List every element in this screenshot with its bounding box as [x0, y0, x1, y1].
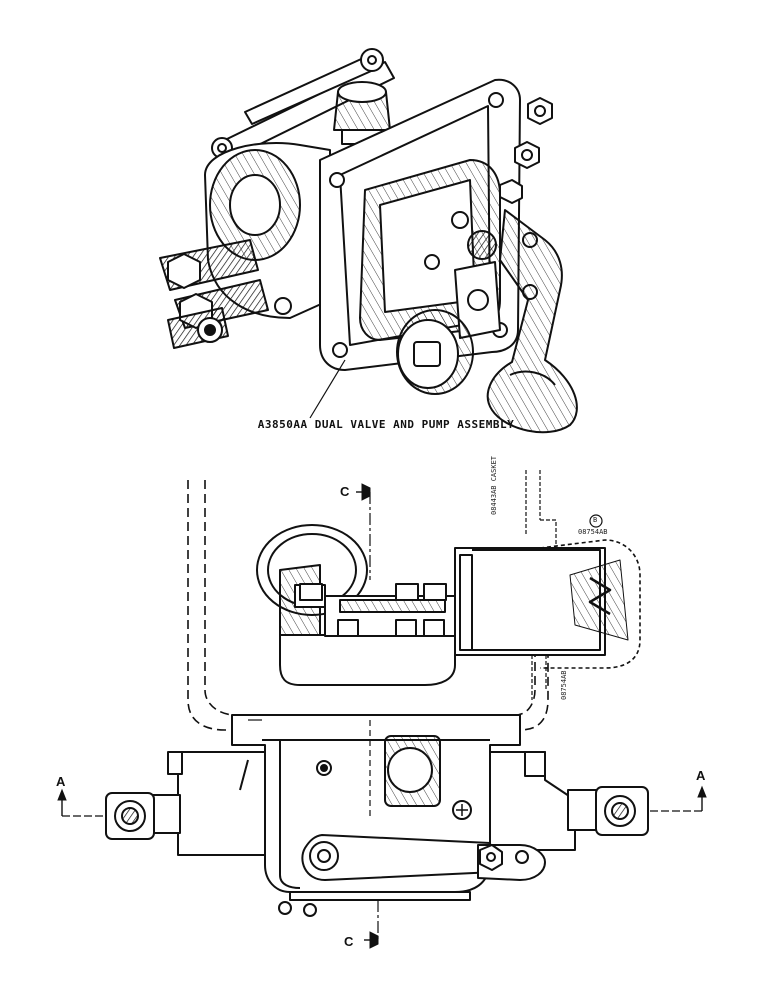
callout-circled-b: B	[593, 516, 598, 524]
section-label-a-right: A	[696, 768, 706, 783]
callout-gasket: 08443AB CASKET	[490, 455, 498, 515]
right-port-fitting	[567, 786, 649, 836]
pump-cover	[396, 309, 474, 395]
lever-arm	[301, 834, 546, 881]
section-view	[105, 480, 649, 917]
callout-leaders	[525, 470, 603, 700]
callout-part-number: 08754AB	[578, 528, 608, 536]
section-label-a-left: A	[56, 774, 66, 789]
control-handle	[486, 209, 578, 434]
section-label-c-top: C	[340, 484, 350, 499]
assembly-caption: A3850AA DUAL VALVE AND PUMP ASSEMBLY	[257, 418, 515, 431]
assembly-illustration	[159, 48, 578, 434]
strainer-housing	[454, 539, 641, 669]
section-lines	[57, 483, 707, 949]
callout-side-part: 08754AB	[560, 670, 568, 700]
left-port-body	[177, 751, 266, 856]
cap-screws	[299, 583, 447, 637]
left-port-fitting	[105, 792, 181, 840]
section-label-c-bottom: C	[344, 934, 354, 949]
port-fittings	[159, 239, 292, 349]
